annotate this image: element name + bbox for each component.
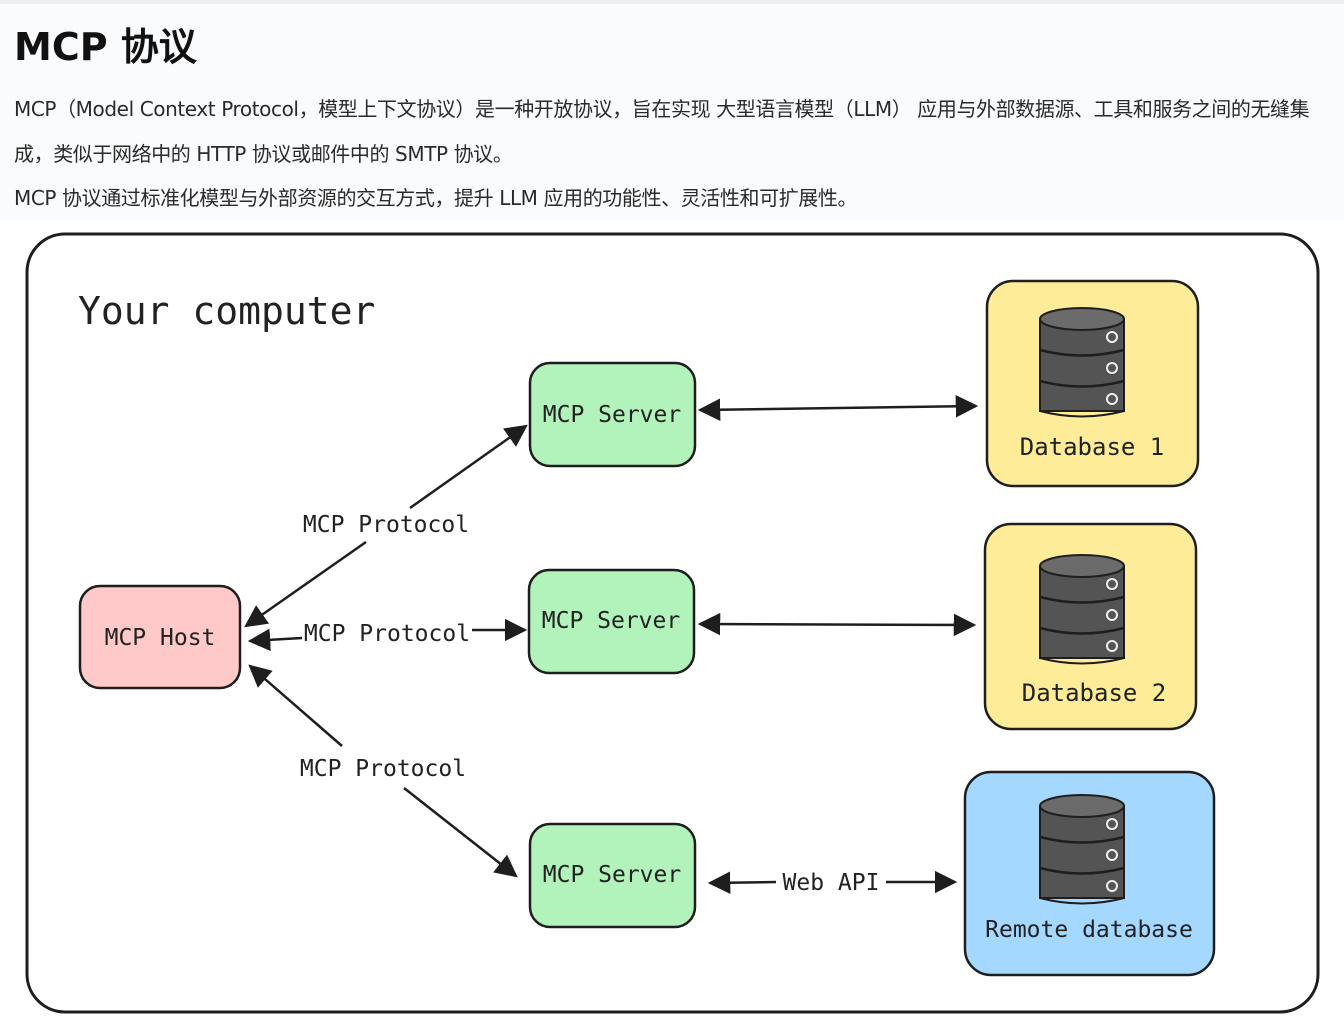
protocol-label-bottom: MCP Protocol bbox=[300, 756, 466, 782]
server-db1-arrow bbox=[697, 395, 979, 421]
database-2-node: Database 2 bbox=[983, 522, 1198, 731]
mcp-server-node-3: MCP Server bbox=[528, 822, 697, 929]
text-section bbox=[0, 4, 1344, 220]
protocol-arrow-bottom-up bbox=[248, 664, 343, 747]
mcp-server-node-1: MCP Server bbox=[528, 361, 697, 468]
mcp-host-node: MCP Host bbox=[78, 584, 242, 690]
web-api-label: Web API bbox=[783, 870, 880, 896]
benefit-paragraph: MCP 协议通过标准化模型与外部资源的交互方式，提升 LLM 应用的功能性、灵活… bbox=[14, 186, 858, 210]
database-2-label: Database 2 bbox=[1022, 679, 1167, 707]
server-db2-arrow bbox=[697, 612, 977, 637]
mcp-server-label: MCP Server bbox=[543, 402, 681, 428]
mcp-server-node-2: MCP Server bbox=[527, 568, 696, 675]
your-computer-label: Your computer bbox=[78, 289, 375, 333]
protocol-arrow-top bbox=[409, 424, 528, 510]
mcp-server-label: MCP Server bbox=[542, 608, 680, 634]
mcp-server-label: MCP Server bbox=[543, 862, 681, 888]
protocol-arrow-middle-left bbox=[247, 628, 303, 652]
mcp-host-label: MCP Host bbox=[105, 625, 216, 651]
database-1-node: Database 1 bbox=[985, 279, 1200, 488]
protocol-arrow-top-tail bbox=[244, 540, 367, 628]
protocol-label-top: MCP Protocol bbox=[303, 512, 469, 538]
database-1-label: Database 1 bbox=[1020, 433, 1165, 461]
protocol-arrow-bottom-down bbox=[403, 787, 518, 878]
page-title: MCP 协议 bbox=[14, 25, 197, 69]
intro-paragraph: MCP（Model Context Protocol，模型上下文协议）是一种开放… bbox=[14, 97, 1310, 166]
protocol-label-middle: MCP Protocol bbox=[304, 621, 470, 647]
mcp-architecture-diagram: Your computer MCP Host MCP Server MCP Se… bbox=[25, 232, 1320, 1014]
top-border bbox=[0, 0, 1344, 4]
remote-database-node: Remote database bbox=[963, 770, 1216, 977]
remote-database-label: Remote database bbox=[985, 917, 1193, 943]
web-api-arrow-left bbox=[707, 871, 777, 894]
